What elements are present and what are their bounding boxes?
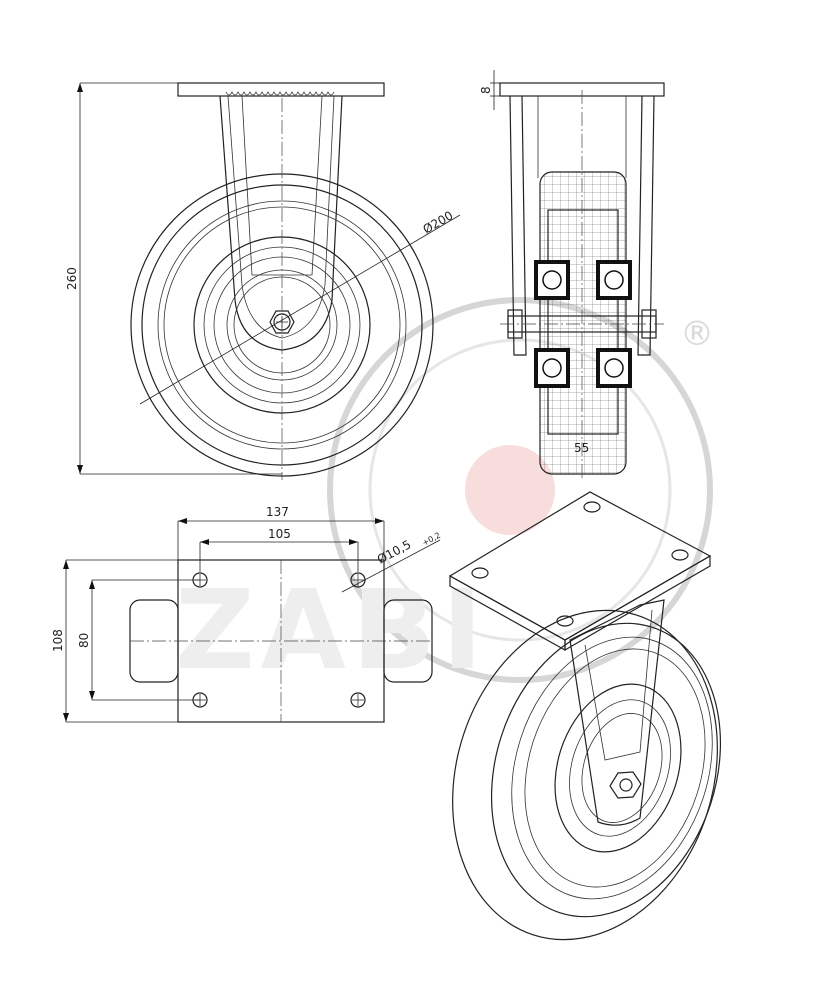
watermark-text: ZABI — [175, 566, 489, 694]
side-tyre-section — [539, 171, 627, 475]
dim-hole-spacing-width-label: 80 — [77, 633, 91, 648]
dim-plate-length-label: 137 — [266, 505, 289, 519]
dim-hole-spacing-length-label: 105 — [268, 527, 291, 541]
dim-plate-thickness-label: 8 — [479, 86, 493, 94]
isometric-view — [448, 491, 722, 941]
watermark-red-dot — [465, 445, 555, 535]
watermark-registered-mark: ® — [680, 314, 714, 354]
dim-wheel-width-label: 55 — [574, 441, 589, 455]
iso-fork — [569, 599, 665, 826]
side-bearings — [534, 260, 632, 388]
side-view: 8 55 — [479, 70, 665, 478]
side-fork-left — [509, 95, 527, 356]
iso-hub-nut — [609, 771, 642, 799]
watermark: ZABI ® — [175, 297, 714, 694]
dim-height-label: 260 — [65, 267, 79, 290]
front-view: 260 Ø200 — [65, 82, 461, 480]
dim-wheel-diameter-label: Ø200 — [421, 208, 456, 236]
watermark-inner-circle — [368, 338, 672, 642]
dim-plate-width-label: 108 — [51, 629, 65, 652]
front-hub-nut — [269, 310, 295, 334]
front-fork — [219, 95, 343, 351]
front-top-plate — [177, 82, 385, 97]
side-fork-right — [637, 95, 655, 356]
watermark-circle — [327, 297, 713, 683]
dim-hole-tolerance-label: +0,2 — [421, 531, 442, 548]
